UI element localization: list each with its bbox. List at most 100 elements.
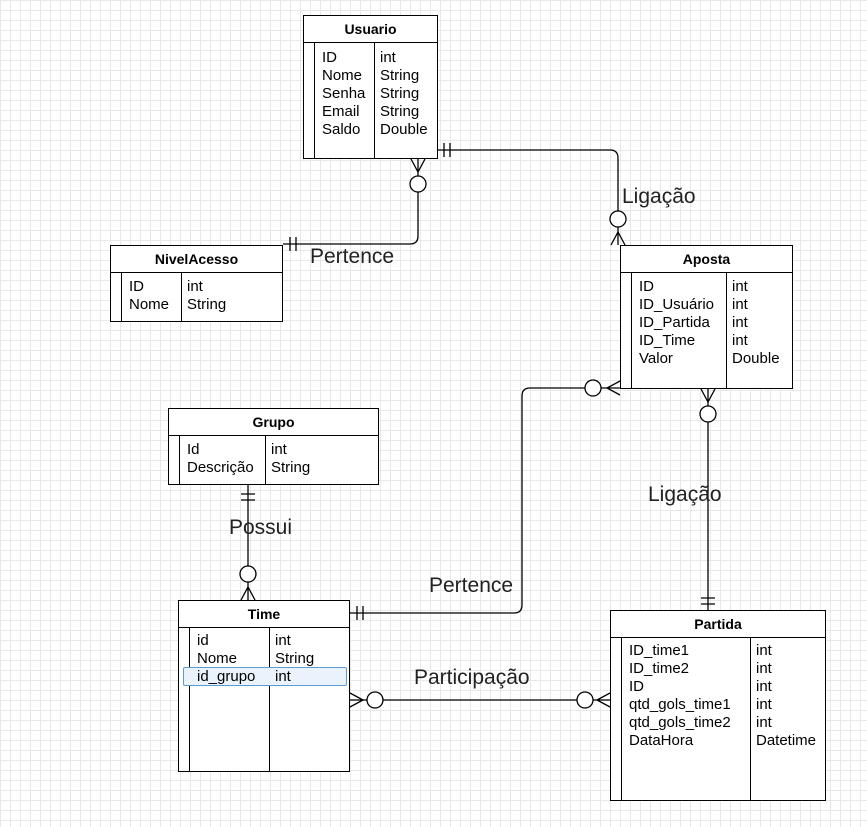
crowfoot-marker[interactable]: [240, 585, 256, 601]
field-type: Datetime: [756, 732, 817, 749]
field-row[interactable]: Valor Double: [621, 350, 792, 368]
field-name: ID: [629, 678, 644, 695]
key-column-divider: [621, 638, 622, 800]
field-name: ID_Usuário: [639, 296, 715, 313]
relationship-label-time-aposta: Pertence: [429, 574, 514, 597]
key-column-divider: [121, 273, 122, 321]
field-type: int: [756, 642, 772, 659]
one-marker[interactable]: [443, 143, 451, 157]
field-row[interactable]: ID int: [611, 678, 825, 696]
relationship-label-grupo-time: Possui: [229, 516, 293, 539]
crowfoot-marker[interactable]: [605, 380, 621, 396]
field-name: ID: [129, 278, 144, 295]
key-column-divider: [631, 273, 632, 388]
edge-usuario-nivelacesso[interactable]: [283, 159, 419, 245]
zero-marker: [609, 210, 627, 228]
relationship-label-usuario-nivelacesso: Pertence: [310, 245, 395, 268]
zero-marker: [699, 405, 717, 423]
field-name: Email: [322, 103, 360, 120]
entity-title: Aposta: [621, 246, 792, 273]
edge-usuario-aposta[interactable]: [438, 149, 619, 245]
field-type: String: [187, 296, 227, 313]
field-name: ID_time2: [629, 660, 690, 677]
field-row[interactable]: DataHora Datetime: [611, 732, 825, 750]
field-name: ID: [639, 278, 654, 295]
selected-field-highlight: [183, 667, 347, 686]
field-type: int: [756, 714, 772, 731]
field-type: String: [380, 103, 420, 120]
key-column-divider: [314, 43, 315, 158]
field-name: Nome: [322, 67, 363, 84]
field-name: Id: [187, 441, 200, 458]
relationship-label-aposta-partida: Ligação: [648, 483, 722, 506]
field-name: Valor: [639, 350, 673, 367]
field-type: int: [732, 332, 748, 349]
field-row[interactable]: ID int: [111, 278, 282, 296]
field-type: int: [756, 660, 772, 677]
field-type: Double: [732, 350, 780, 367]
crowfoot-marker[interactable]: [700, 388, 716, 404]
one-marker[interactable]: [356, 606, 364, 620]
field-name: DataHora: [629, 732, 694, 749]
field-type: int: [756, 678, 772, 695]
field-type: String: [275, 650, 315, 667]
edge-time-aposta[interactable]: [350, 387, 620, 614]
entity-title: Usuario: [304, 16, 437, 43]
zero-marker: [409, 175, 427, 193]
entity-title: Time: [179, 601, 349, 628]
type-column-divider: [374, 43, 375, 158]
one-marker[interactable]: [241, 493, 255, 501]
field-row[interactable]: Email String: [304, 103, 437, 121]
type-column-divider: [750, 638, 751, 800]
crowfoot-marker[interactable]: [610, 230, 626, 246]
field-type: int: [187, 278, 203, 295]
one-marker[interactable]: [701, 597, 715, 605]
field-row[interactable]: Descrição String: [169, 459, 378, 477]
crowfoot-marker[interactable]: [349, 692, 365, 708]
field-name: ID_Partida: [639, 314, 710, 331]
zero-marker: [584, 379, 602, 397]
field-row[interactable]: ID_time2 int: [611, 660, 825, 678]
type-column-divider: [726, 273, 727, 388]
key-column-divider: [179, 436, 180, 484]
entity-title: Partida: [611, 611, 825, 638]
field-row[interactable]: ID int: [304, 49, 437, 67]
field-type: String: [380, 85, 420, 102]
type-column-divider: [269, 628, 270, 771]
crowfoot-marker[interactable]: [410, 158, 426, 174]
field-name: Nome: [129, 296, 170, 313]
field-row[interactable]: Nome String: [111, 296, 282, 314]
crowfoot-marker[interactable]: [595, 692, 611, 708]
field-name: ID: [322, 49, 337, 66]
type-column-divider: [265, 436, 266, 484]
one-marker[interactable]: [289, 237, 297, 251]
field-type: String: [271, 459, 311, 476]
entity-title: Grupo: [169, 409, 378, 436]
field-name: Descrição: [187, 459, 254, 476]
field-type: int: [380, 49, 396, 66]
